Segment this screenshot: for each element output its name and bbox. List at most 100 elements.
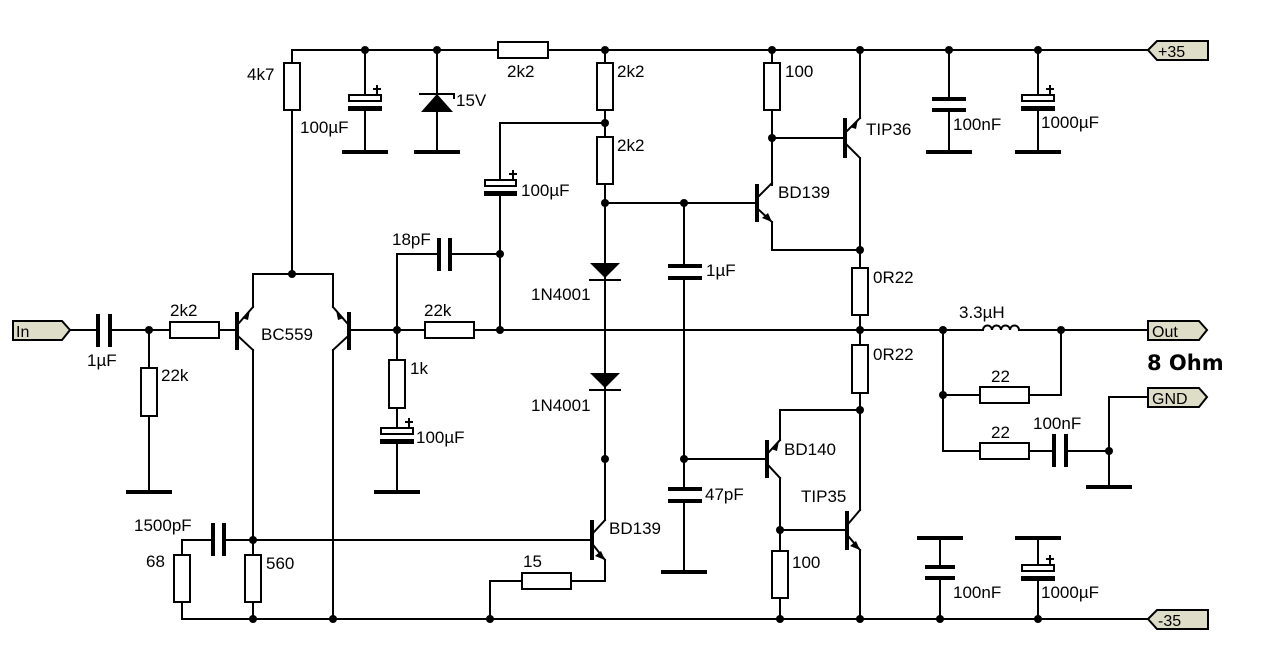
- label-l-out: 3.3µH: [959, 303, 1005, 322]
- label-q-bd139-top: BD139: [778, 183, 830, 202]
- transistor-bc559-right: [331, 295, 351, 352]
- capacitor-1uf-input: [96, 314, 112, 347]
- port-in[interactable]: In: [12, 320, 72, 341]
- resistor-68: [173, 554, 191, 603]
- transistor-bd140: [765, 438, 782, 480]
- label-r-22-parallel: 22: [991, 367, 1010, 386]
- capacitor-100uf-feedback: [380, 418, 414, 444]
- capacitor-100uf-bootstrap: [484, 170, 517, 196]
- port-positive-rail-label: +35: [1158, 44, 1185, 61]
- label-c-100nf-top: 100nF: [953, 115, 1001, 134]
- label-r-15: 15: [523, 552, 542, 571]
- transistors: [235, 116, 862, 562]
- diode-1n4001-lower: [589, 373, 621, 391]
- label-r-22-zobel: 22: [991, 423, 1010, 442]
- label-r-100-bottom: 100: [792, 553, 820, 572]
- capacitor-100nf-zobel: [1052, 434, 1068, 467]
- label-zener: 15V: [456, 91, 487, 110]
- label-c-1500pf: 1500pF: [134, 516, 192, 535]
- junctions: [145, 46, 1113, 623]
- resistor-2k2-input: [169, 321, 220, 339]
- label-c-47pf: 47pF: [705, 485, 744, 504]
- label-r-2k2-input: 2k2: [170, 301, 197, 320]
- resistor-22k-input: [140, 367, 158, 417]
- resistor-22k-feedback: [424, 321, 475, 339]
- label-r-68: 68: [146, 552, 165, 571]
- capacitor-18pf: [437, 238, 452, 271]
- diode-1n4001-upper: [589, 263, 621, 281]
- resistor-22-parallel: [979, 386, 1030, 404]
- zener-diode-15v: [419, 93, 455, 112]
- resistor-4k7: [283, 62, 301, 111]
- label-r-4k7: 4k7: [247, 65, 274, 84]
- capacitors: [96, 85, 1068, 581]
- inductor-3-3uh: [981, 324, 1021, 332]
- resistor-560: [244, 554, 262, 603]
- label-r-2k2-divider-upper: 2k2: [617, 62, 644, 81]
- label-r-1k: 1k: [410, 359, 428, 378]
- label-r-2k2-series: 2k2: [507, 62, 534, 81]
- label-r-100-top: 100: [785, 62, 813, 81]
- label-c-100nf-bottom: 100nF: [953, 583, 1001, 602]
- resistors: [140, 41, 1030, 603]
- label-c-1000uf-top: 1000µF: [1041, 113, 1099, 132]
- ground-icon: [1015, 536, 1061, 540]
- resistor-22-zobel: [979, 442, 1030, 460]
- resistor-0r22-upper: [851, 267, 869, 316]
- capacitor-1000uf-bottom: [1021, 555, 1055, 581]
- label-c-18pf: 18pF: [392, 230, 431, 249]
- port-gnd[interactable]: GND: [1147, 387, 1209, 408]
- resistor-100-bottom: [771, 550, 789, 599]
- transistor-bc559-left: [235, 295, 255, 352]
- transistor-bd139-vas: [590, 518, 607, 562]
- ground-icon: [1086, 485, 1132, 489]
- port-out[interactable]: Out: [1147, 320, 1209, 341]
- label-q-bd139-vas: BD139: [609, 519, 661, 538]
- resistor-15: [521, 572, 572, 590]
- capacitor-100nf-top: [932, 97, 966, 112]
- label-d2: 1N4001: [531, 396, 591, 415]
- label-q-bc559: BC559: [261, 325, 313, 344]
- transistor-tip35: [845, 508, 862, 552]
- label-r-22k-input: 22k: [161, 366, 189, 385]
- ground-icon: [917, 536, 963, 540]
- port-positive-rail[interactable]: +35: [1146, 40, 1209, 61]
- ground-icon: [374, 490, 420, 494]
- port-in-label: In: [16, 324, 29, 341]
- resistor-2k2-series: [497, 41, 549, 59]
- label-d1: 1N4001: [531, 285, 591, 304]
- capacitor-47pf: [668, 487, 702, 503]
- label-r-0r22-upper: 0R22: [873, 268, 914, 287]
- port-gnd-label: GND: [1152, 391, 1188, 408]
- label-q-bd140: BD140: [784, 440, 836, 459]
- resistor-2k2-divider-lower: [596, 136, 614, 185]
- capacitor-100uf-top: [348, 85, 382, 111]
- ground-icon: [661, 570, 707, 574]
- ground-icon: [926, 150, 972, 154]
- label-c-1uf-input: 1µF: [87, 351, 117, 370]
- resistor-0r22-lower: [851, 344, 869, 394]
- wires: [69, 49, 1149, 620]
- ground-icon: [414, 150, 460, 154]
- port-negative-rail-label: -35: [1158, 613, 1181, 630]
- label-c-100uf-feedback: 100µF: [416, 428, 465, 447]
- load-note: 8 Ohm: [1147, 351, 1224, 375]
- ground-icon: [1015, 150, 1061, 154]
- ground-icon: [342, 150, 388, 154]
- capacitor-1500pf: [211, 523, 226, 556]
- label-c-100nf-zobel: 100nF: [1033, 414, 1081, 433]
- capacitor-1uf-bias: [668, 264, 702, 280]
- label-q-tip35: TIP35: [801, 487, 846, 506]
- capacitor-1000uf-top: [1021, 85, 1055, 111]
- ground-icon: [126, 490, 172, 494]
- port-negative-rail[interactable]: -35: [1146, 609, 1209, 630]
- label-r-22k-feedback: 22k: [424, 301, 452, 320]
- label-r-560: 560: [266, 554, 294, 573]
- resistor-100-top: [763, 62, 781, 111]
- diodes: [419, 93, 621, 391]
- transistor-bd139-top: [755, 181, 774, 224]
- label-c-100uf-bootstrap: 100µF: [521, 181, 570, 200]
- resistor-1k: [388, 359, 406, 409]
- capacitor-100nf-bottom: [925, 565, 955, 580]
